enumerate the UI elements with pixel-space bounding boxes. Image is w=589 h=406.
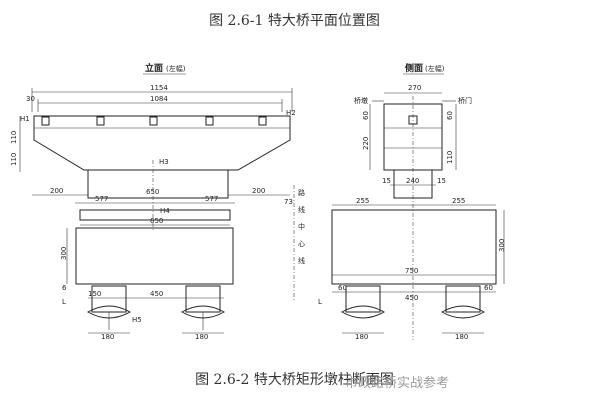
figure-caption-bottom: 图 2.6-2 特大桥矩形墩柱断面图	[195, 372, 394, 388]
dim-450-side: 450	[405, 294, 418, 302]
dim-110-a: 110	[10, 131, 18, 144]
label-h2: H2	[286, 109, 296, 117]
dim-577-left: 577	[95, 195, 108, 203]
dim-300-side: 300	[498, 239, 506, 252]
dim-110-side: 110	[446, 151, 454, 164]
dim-577-right: 577	[205, 195, 218, 203]
dim-255-b: 255	[452, 197, 465, 205]
dim-6: 6	[62, 284, 67, 292]
dim-270: 270	[408, 84, 421, 92]
dim-180-b: 180	[195, 333, 208, 341]
svg-text:线: 线	[298, 256, 305, 265]
footing-side	[331, 209, 497, 285]
dim-180-a: 180	[101, 333, 114, 341]
dim-60-c: 60	[338, 284, 347, 292]
label-left: 桥墩	[354, 96, 368, 105]
piles-side	[340, 285, 486, 319]
column	[87, 169, 229, 199]
dim-650-top: 650	[146, 188, 159, 196]
dim-180-side-a: 180	[355, 333, 368, 341]
dim-220: 220	[362, 137, 370, 150]
dim-200-left: 200	[50, 187, 63, 195]
dim-L-side: L	[318, 298, 322, 306]
dim-240: 240	[406, 177, 419, 185]
centerline-text: 路	[298, 188, 305, 197]
bearings	[41, 116, 267, 126]
front-view-title: 立面	[145, 62, 163, 74]
dim-450-front: 450	[150, 290, 163, 298]
dim-73: 73	[284, 198, 293, 206]
svg-text:心: 心	[298, 240, 305, 248]
cap-beam	[33, 115, 291, 171]
side-view-title-note: (左幅)	[425, 64, 445, 73]
side-view-title: 侧面	[405, 62, 423, 74]
front-view: 立面 (左幅) 1154 1084 30 H1 H2 H3 110 110	[10, 62, 305, 341]
dim-60-d: 60	[484, 284, 493, 292]
front-view-title-note: (左幅)	[166, 64, 186, 73]
dim-15-a: 15	[382, 177, 391, 185]
dim-750: 750	[405, 267, 418, 275]
dim-15-b: 15	[437, 177, 446, 185]
pile-cap-top	[79, 209, 231, 221]
label-h4: H4	[160, 207, 170, 215]
watermark: 市政路桥实战参考	[345, 376, 450, 391]
label-right: 桥门	[458, 96, 472, 105]
footing	[75, 227, 234, 285]
dim-110-b: 110	[10, 153, 18, 166]
label-h1: H1	[20, 115, 30, 123]
dim-150: 150	[88, 290, 101, 298]
dim-60-b: 60	[446, 111, 454, 120]
dim-180-side-b: 180	[455, 333, 468, 341]
dim-30-left: 30	[26, 95, 35, 103]
dim-650-bottom: 650	[150, 217, 163, 225]
column-side	[393, 169, 433, 199]
dim-60-a: 60	[362, 111, 370, 120]
dim-300-front: 300	[60, 247, 68, 260]
dim-1154: 1154	[150, 84, 168, 92]
figure-caption-top: 图 2.6-1 特大桥平面位置图	[209, 13, 380, 29]
label-h5: H5	[132, 316, 142, 324]
dim-1084: 1084	[150, 95, 168, 103]
dim-200-right: 200	[252, 187, 265, 195]
piles-front	[86, 285, 226, 330]
dim-L1: L	[62, 298, 66, 306]
svg-text:中: 中	[298, 222, 305, 231]
side-view: 侧面 (左幅) 270 桥墩 桥门 60 220 60 110 240 15 1…	[318, 62, 506, 341]
label-h3: H3	[159, 158, 169, 166]
svg-text:线: 线	[298, 205, 305, 214]
dim-255-a: 255	[356, 197, 369, 205]
